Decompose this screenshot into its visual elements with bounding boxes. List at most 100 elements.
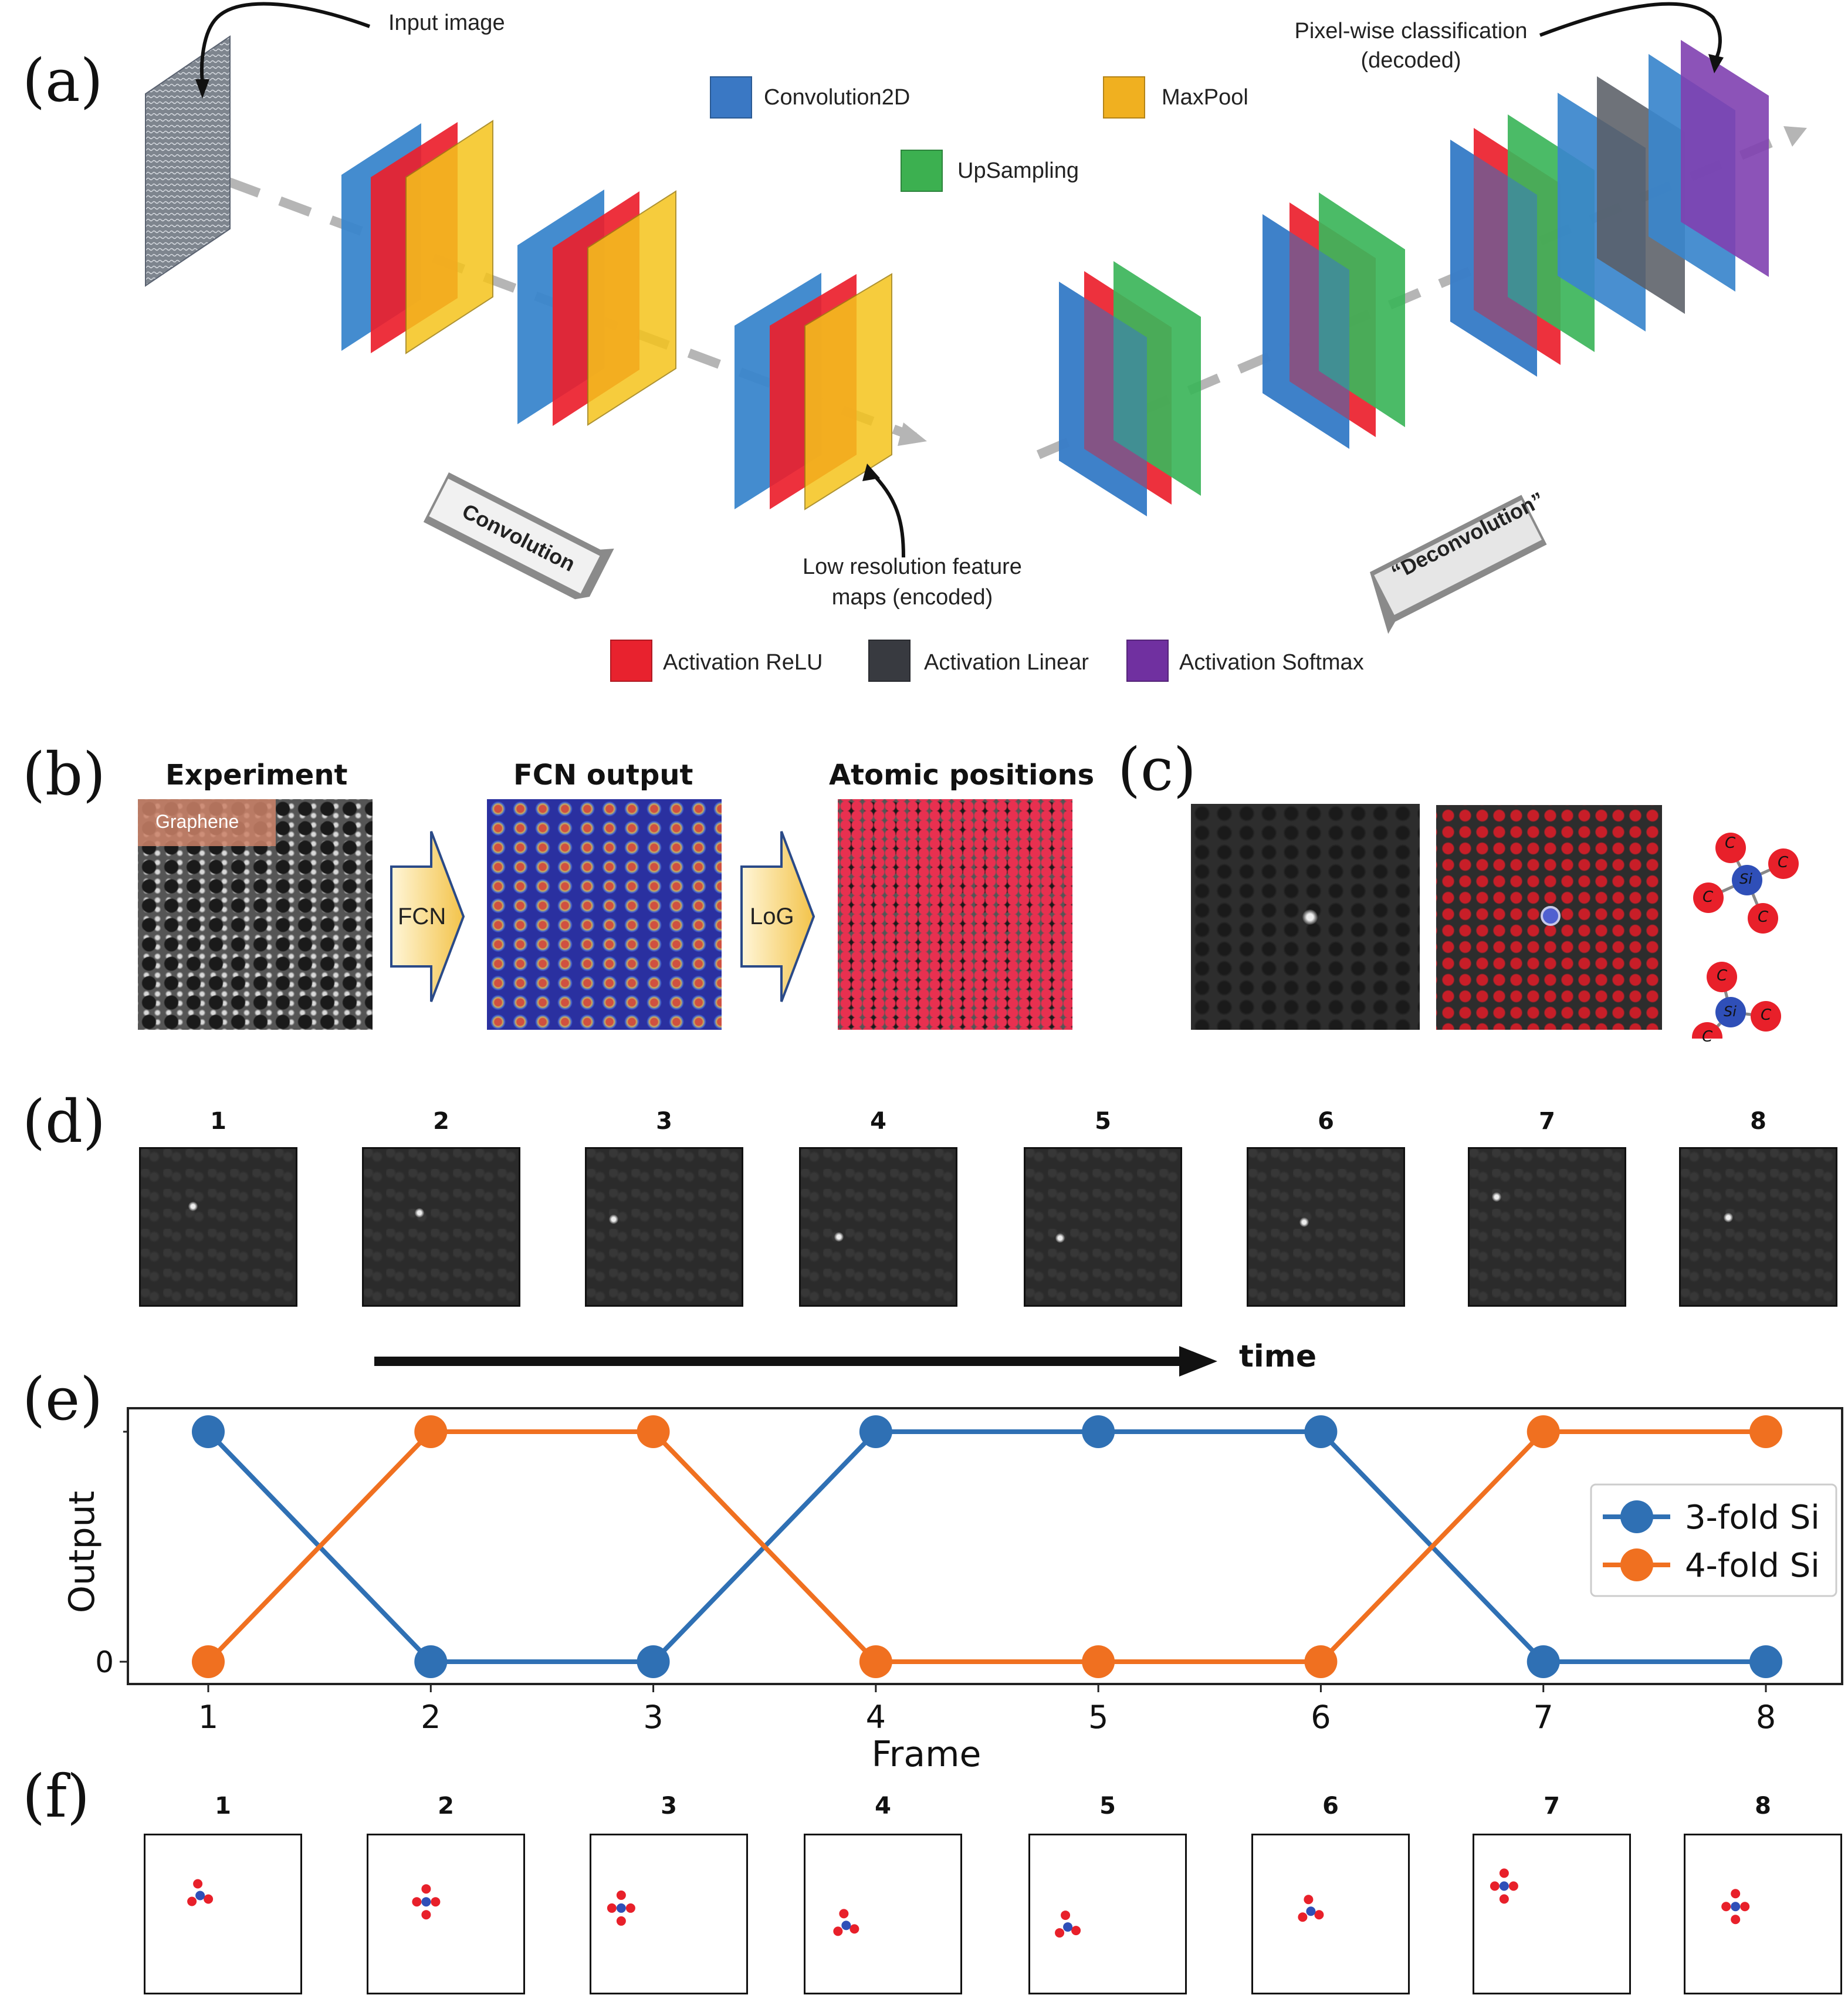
data-point-4fold [1082, 1645, 1115, 1678]
stem-frame [139, 1147, 297, 1307]
log-arrow-icon [740, 831, 815, 1002]
x-tick-label: 4 [866, 1699, 886, 1736]
stem-frame-number: 3 [656, 1108, 672, 1135]
y-axis-label: Output [62, 1491, 103, 1613]
stem-frame-number: 7 [1539, 1108, 1555, 1135]
silicon-atom [421, 1897, 431, 1907]
si-molecule-icon [833, 1909, 859, 1936]
si-molecule-icon [607, 1890, 635, 1926]
carbon-atom [839, 1909, 849, 1919]
carbon-atom [1731, 1889, 1741, 1899]
silicon-atom [841, 1920, 851, 1930]
carbon-atom [1721, 1902, 1731, 1912]
graphene-tag: Graphene [138, 799, 276, 846]
legend-swatch-relu [610, 640, 652, 682]
legend-swatch-softmax [1126, 640, 1169, 682]
molecule-frame [367, 1834, 525, 1994]
data-point-3fold [637, 1645, 670, 1678]
silicon-atom [1306, 1906, 1316, 1916]
series-line-3fold [207, 1429, 1766, 1664]
legend-marker [1620, 1548, 1653, 1581]
carbon-atom [607, 1903, 617, 1913]
time-arrow-icon [374, 1346, 1217, 1377]
carbon-atom [616, 1916, 626, 1926]
x-tick-label: 8 [1756, 1699, 1776, 1736]
stem-frame [1679, 1147, 1837, 1307]
molecule-3fold [1692, 962, 1781, 1039]
molecule-frame [590, 1834, 748, 1994]
silicon-atom [1063, 1922, 1073, 1932]
data-point-4fold [1749, 1415, 1782, 1448]
title-fcn-output: FCN output [513, 759, 693, 792]
silicon-atom [195, 1891, 205, 1901]
si-molecule-icon [1721, 1889, 1750, 1925]
stem-frame [1024, 1147, 1182, 1307]
output-label-line2: (decoded) [1360, 48, 1461, 73]
plot-frame [127, 1407, 1843, 1685]
legend-label: 4-fold Si [1685, 1547, 1820, 1585]
data-point-3fold [192, 1415, 225, 1448]
molecule-frame [1684, 1834, 1842, 1994]
legend-label-upsampling: UpSampling [957, 158, 1079, 183]
carbon-atom [1508, 1881, 1518, 1891]
mol4-c2: C [1778, 854, 1789, 871]
molecule-frame [804, 1834, 962, 1994]
si-labeled-atom [1541, 906, 1561, 926]
stem-image-si-dopant [1191, 804, 1420, 1030]
molecule-frame-number: 8 [1755, 1793, 1771, 1820]
data-point-3fold [1304, 1415, 1338, 1448]
carbon-atom [833, 1926, 843, 1936]
encoded-pointer-arrow [869, 471, 905, 558]
panel-label-b: (b) [22, 740, 106, 809]
silicon-atom [1499, 1881, 1509, 1891]
legend-swatch-upsampling [901, 150, 943, 192]
stem-frame-number: 6 [1318, 1108, 1334, 1135]
silicon-atom [616, 1903, 626, 1913]
mol4-c1: C [1725, 834, 1736, 852]
carbon-atom [1055, 1928, 1065, 1938]
si-molecule-icon [1055, 1911, 1081, 1938]
experiment-image: Graphene [138, 799, 373, 1030]
data-point-3fold [859, 1415, 892, 1448]
si-dopant-spot [1302, 909, 1318, 925]
title-atomic-positions: Atomic positions [829, 759, 1095, 792]
convolution-ribbon [423, 472, 614, 600]
molecule-frame [1473, 1834, 1631, 1994]
stem-frame [1468, 1147, 1626, 1307]
x-tick-label: 5 [1088, 1699, 1108, 1736]
encoded-label-line1: Low resolution feature [803, 554, 1022, 579]
molecule-frame-number: 4 [875, 1793, 891, 1820]
silicon-atom [1715, 997, 1746, 1027]
legend-swatch-convolution2d [710, 76, 752, 119]
carbon-atom [412, 1897, 422, 1907]
x-tick-label: 7 [1534, 1699, 1553, 1736]
legend-label-relu: Activation ReLU [663, 650, 823, 675]
molecule-frame-number: 3 [661, 1793, 677, 1820]
mol4-si: Si [1739, 871, 1752, 887]
data-point-4fold [1304, 1645, 1338, 1678]
cnn-architecture-diagram [145, 2, 1807, 634]
decoder-block-3 [1450, 40, 1769, 377]
stem-frame [585, 1147, 743, 1307]
mol3-c3: C [1702, 1028, 1713, 1046]
molecule-frame [1251, 1834, 1410, 1994]
carbon-atom [1751, 1001, 1781, 1032]
carbon-atom [421, 1910, 431, 1920]
decoder-block-2 [1263, 192, 1405, 449]
molecule-4fold [1693, 833, 1799, 934]
molecule-frame-number: 7 [1544, 1793, 1560, 1820]
carbon-atom [1071, 1926, 1081, 1936]
legend-label: 3-fold Si [1685, 1499, 1820, 1537]
stem-frame-number: 8 [1750, 1108, 1766, 1135]
si-dopant-spot [1724, 1212, 1733, 1222]
si-molecule-diagrams [1692, 833, 1799, 1039]
data-point-4fold [192, 1645, 225, 1678]
legend-label-convolution2d: Convolution2D [764, 85, 911, 110]
x-tick-label: 2 [421, 1699, 441, 1736]
data-point-4fold [414, 1415, 448, 1448]
x-tick-label: 6 [1311, 1699, 1331, 1736]
y-tick-label: 0 [95, 1645, 114, 1679]
si-molecule-icon [412, 1884, 441, 1920]
carbon-atom [849, 1924, 859, 1934]
